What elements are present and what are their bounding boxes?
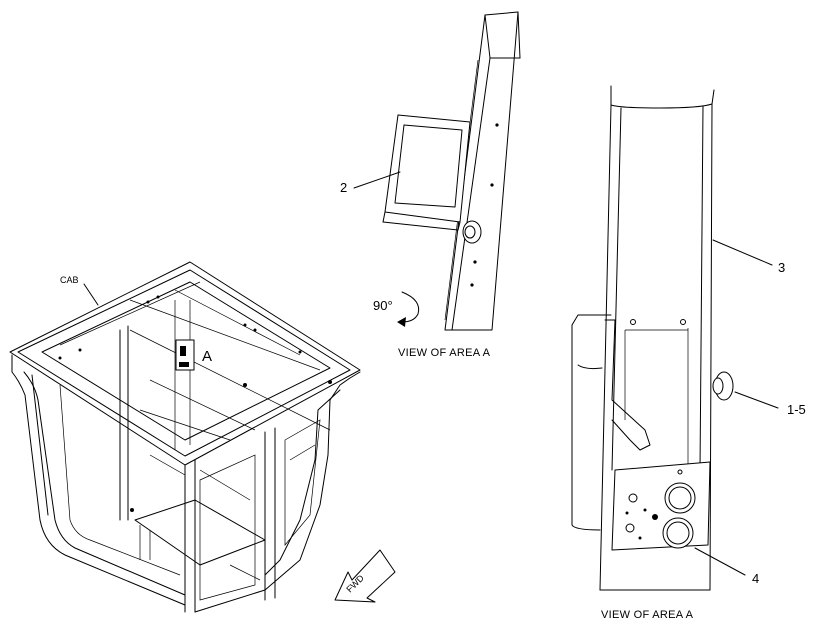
- caption-view-area-a-middle: VIEW OF AREA A: [398, 347, 491, 359]
- cab-frame: [9, 261, 361, 613]
- callout-3: 3: [778, 260, 785, 275]
- callout-2: 2: [340, 180, 347, 195]
- view-area-a-middle: 90° 2 VIEW OF AREA A: [340, 11, 521, 359]
- area-a-label: A: [202, 348, 212, 365]
- cab-label: CAB: [60, 275, 79, 285]
- view-area-a-right: 3 1-5 4 VIEW OF AREA A: [571, 85, 806, 621]
- callout-4: 4: [752, 571, 759, 586]
- rotation-90-label: 90°: [373, 298, 393, 313]
- fwd-arrow-icon: FWD: [334, 549, 396, 603]
- caption-view-area-a-right: VIEW OF AREA A: [601, 609, 694, 621]
- callout-1-5: 1-5: [787, 402, 806, 417]
